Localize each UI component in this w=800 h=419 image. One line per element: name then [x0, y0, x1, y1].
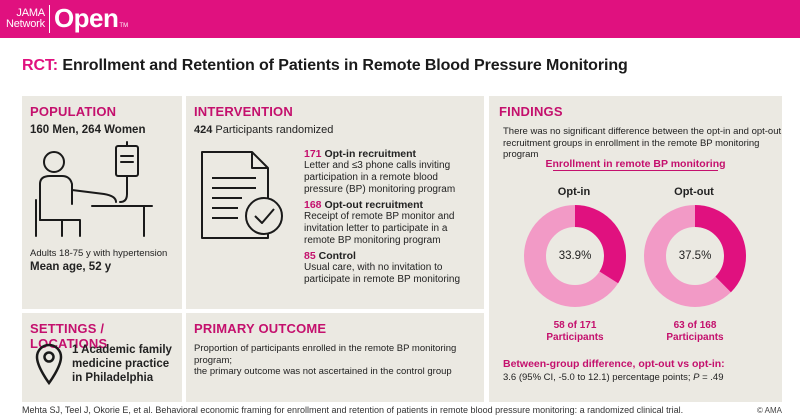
copyright: © AMA: [756, 406, 782, 415]
arm-control: 85 Control Usual care, with no invitatio…: [304, 250, 460, 286]
arm-control-name: Control: [315, 250, 356, 262]
opt-in-count-line: 58 of 171: [553, 320, 597, 331]
population-mean-age: Mean age, 52 y: [30, 261, 112, 273]
settings-heading: SETTINGS / LOCATIONS: [30, 321, 108, 351]
arm-opt-out-desc-3: remote BP monitoring program: [304, 235, 441, 246]
logo-network: Network: [6, 17, 45, 30]
arm-opt-out-desc-2: invitation letter to participate in a: [304, 223, 448, 234]
jama-network-open-logo[interactable]: JAMA Network Open TM: [6, 3, 128, 34]
arm-opt-out-desc-1: Receipt of remote BP monitor and: [304, 211, 455, 222]
opt-out-count-line: 63 of 168: [673, 320, 717, 331]
between-group-ci: 3.6 (95% CI, -5.0 to 12.1) percentage po…: [503, 372, 694, 383]
arm-opt-in-desc-1: Letter and ≤3 phone calls inviting: [304, 160, 451, 171]
citation[interactable]: Mehta SJ, Teel J, Okorie E, et al. Behav…: [22, 405, 684, 415]
opt-in-donut-fill: [524, 205, 626, 307]
randomized-label: Participants randomized: [212, 124, 334, 136]
opt-in-donut: [524, 205, 626, 307]
between-group-heading: Between-group difference, opt-out vs opt…: [503, 358, 725, 370]
p-label: P: [693, 372, 700, 383]
arm-opt-in-desc-3: pressure (BP) monitoring program: [304, 184, 456, 195]
settings-line-3: in Philadelphia: [72, 372, 154, 384]
title-prefix: RCT:: [22, 57, 59, 74]
population-panel: POPULATION 160 Men, 264 Women Adu: [22, 96, 182, 309]
opt-in-label: Opt-in: [557, 186, 591, 198]
arm-opt-in-desc-2: participation in a remote blood: [304, 172, 438, 183]
logo-jama: JAMA: [16, 6, 45, 19]
opt-out-unit-line: Participants: [666, 332, 724, 343]
logo-divider: [48, 4, 50, 33]
population-summary: 160 Men, 264 Women: [30, 124, 146, 136]
settings-panel: SETTINGS / LOCATIONS 1 Academic family m…: [22, 313, 182, 402]
arm-opt-in: 171 Opt-in recruitment Letter and ≤3 pho…: [304, 148, 455, 196]
opt-in-count: 58 of 171 Participants: [523, 320, 627, 344]
opt-out-donut: [644, 205, 746, 307]
opt-in-percent: 33.9%: [558, 250, 592, 262]
randomized-count: 424: [194, 124, 213, 136]
arm-opt-out-count: 168: [304, 199, 322, 211]
page-title: RCT: Enrollment and Retention of Patient…: [22, 57, 628, 75]
population-criteria: Adults 18-75 y with hypertension: [30, 248, 168, 259]
primary-outcome-panel: PRIMARY OUTCOME Proportion of participan…: [186, 313, 484, 402]
opt-out-donut-fill: [644, 205, 746, 307]
location-pin-icon: [35, 343, 63, 385]
chart-title-rule: [553, 170, 718, 171]
settings-location: 1 Academic family medicine practice in P…: [72, 343, 172, 385]
outcome-text: Proportion of participants enrolled in t…: [194, 343, 484, 378]
arm-opt-in-name: Opt-in recruitment: [321, 148, 417, 160]
opt-in-unit-line: Participants: [546, 332, 604, 343]
arm-control-desc-1: Usual care, with no invitation to: [304, 262, 443, 273]
patient-at-desk-icon: [35, 141, 153, 237]
findings-summary-line-1: There was no significant difference betw…: [503, 126, 782, 137]
title-text: Enrollment and Retention of Patients in …: [58, 57, 628, 74]
opt-out-percent: 37.5%: [678, 250, 712, 262]
opt-out-label: Opt-out: [674, 186, 714, 198]
header-bar: JAMA Network Open TM: [0, 0, 800, 38]
arm-control-desc-2: participate in remote BP monitoring: [304, 274, 461, 285]
logo-trademark: TM: [119, 23, 129, 29]
findings-panel: FINDINGS There was no significant differ…: [489, 96, 782, 402]
between-group-result: 3.6 (95% CI, -5.0 to 12.1) percentage po…: [503, 372, 724, 384]
arm-opt-out-name: Opt-out recruitment: [321, 199, 424, 211]
findings-heading: FINDINGS: [499, 104, 563, 119]
intervention-randomized: 424 Participants randomized: [194, 124, 333, 136]
findings-summary-line-2: recruitment groups in enrollment in the …: [503, 137, 760, 161]
outcome-line-2: the primary outcome was not ascertained …: [194, 366, 452, 377]
settings-line-1: 1 Academic family: [72, 344, 172, 356]
findings-summary: There was no significant difference betw…: [503, 126, 782, 161]
population-heading: POPULATION: [30, 104, 117, 119]
outcome-heading: PRIMARY OUTCOME: [194, 321, 327, 336]
arm-opt-in-count: 171: [304, 148, 322, 160]
logo-wordmark-small: JAMA Network: [6, 6, 45, 30]
logo-open: Open: [53, 3, 119, 33]
intervention-panel: INTERVENTION 424 Participants randomized…: [186, 96, 484, 309]
arm-control-count: 85: [304, 250, 316, 262]
settings-line-2: medicine practice: [72, 358, 170, 370]
arm-opt-out: 168 Opt-out recruitment Receipt of remot…: [304, 199, 454, 247]
opt-out-count: 63 of 168 Participants: [643, 320, 747, 344]
p-value: = .49: [699, 372, 724, 383]
outcome-line-1: Proportion of participants enrolled in t…: [194, 343, 457, 366]
signed-document-icon: [201, 151, 283, 239]
intervention-heading: INTERVENTION: [194, 104, 293, 119]
chart-title: Enrollment in remote BP monitoring: [545, 158, 726, 170]
